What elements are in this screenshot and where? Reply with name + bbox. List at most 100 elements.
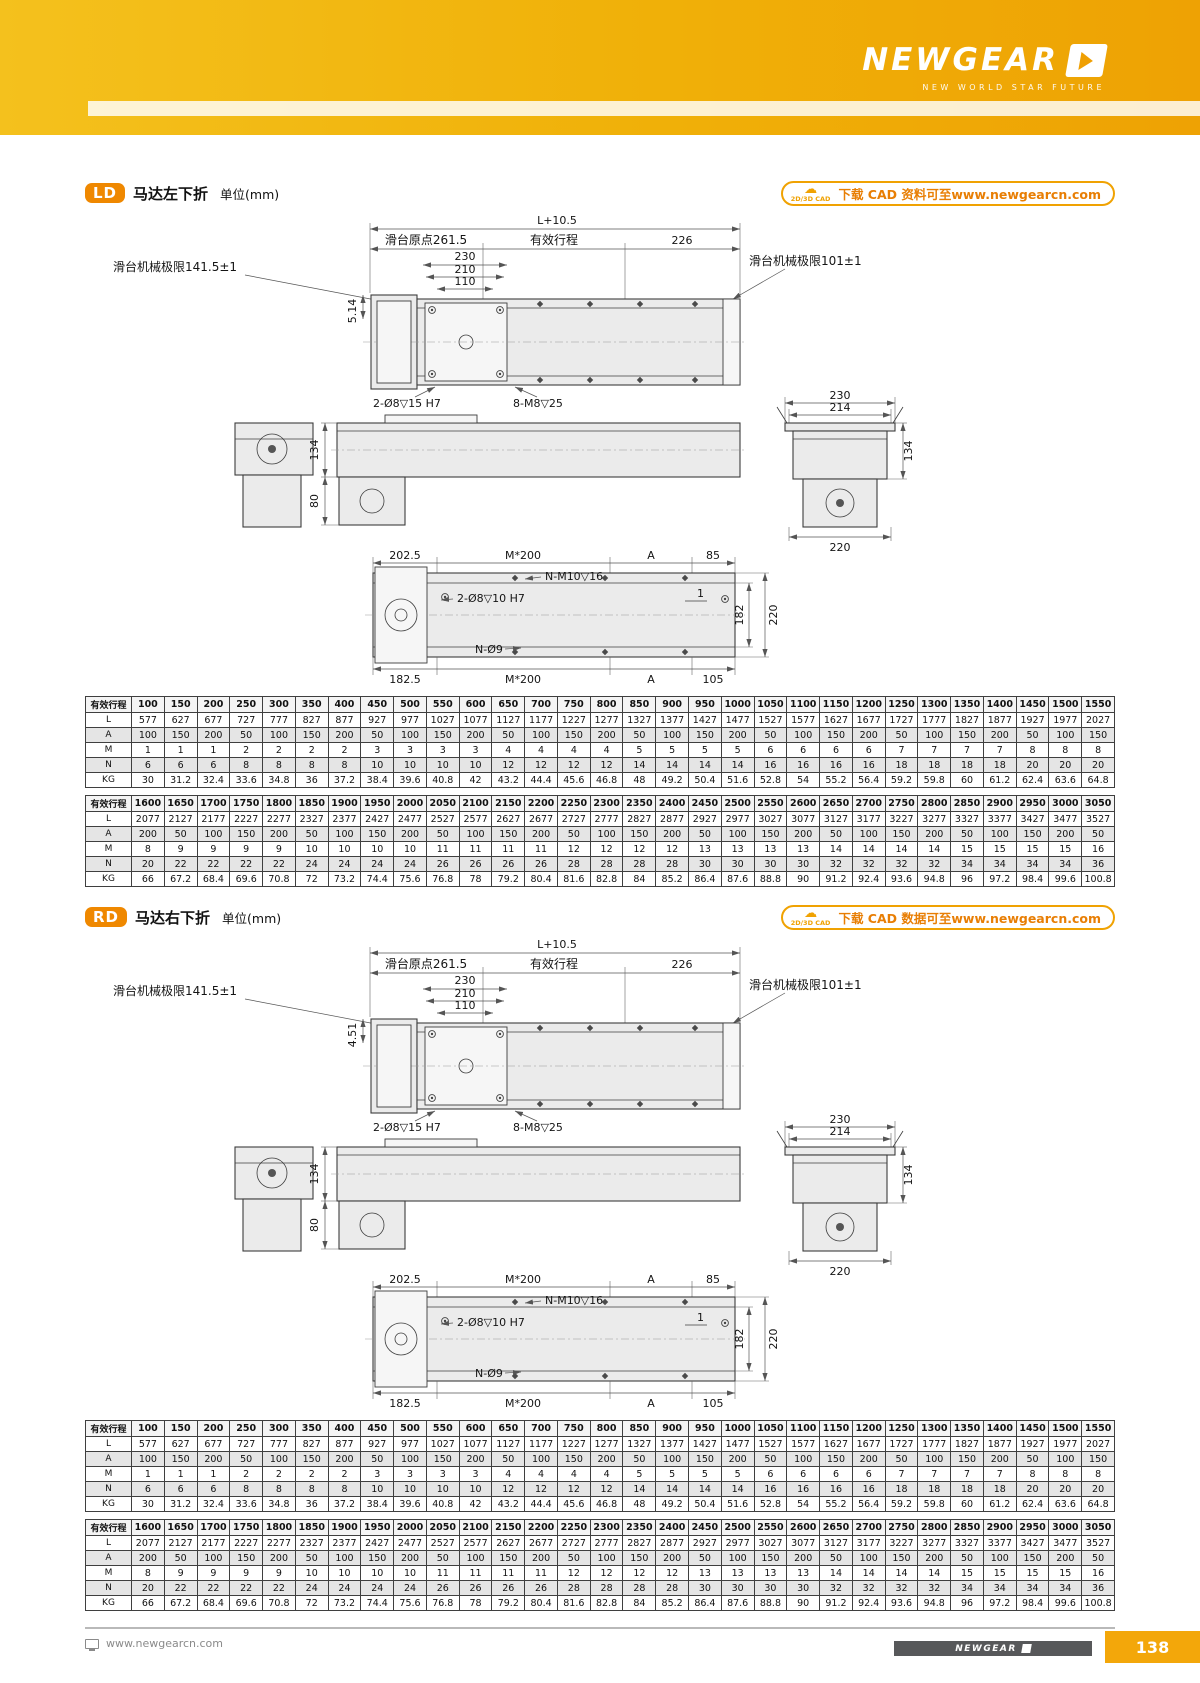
table-cell: 51.6: [720, 1496, 755, 1512]
table-cell: 1650: [163, 795, 198, 812]
brand-glyph-icon: [1065, 44, 1108, 77]
table-cell: 24: [360, 1580, 395, 1596]
table-cell: 7: [884, 742, 919, 758]
cad-download-link[interactable]: ☁ 2D/3D CAD 下载 CAD 数据可至www.newgearcn.com: [780, 904, 1115, 930]
table-cell: 3: [360, 742, 395, 758]
table-cell: 30: [688, 856, 722, 872]
table-cell: M: [85, 742, 132, 758]
table-cell: L: [85, 1436, 132, 1452]
table-cell: 6: [786, 1466, 821, 1482]
table-cell: 2: [327, 742, 362, 758]
table-cell: 24: [393, 1580, 427, 1596]
table-cell: 1750: [229, 1519, 264, 1536]
table-cell: 1350: [950, 1420, 984, 1437]
table-cell: 26: [524, 856, 558, 872]
table-cell: 2850: [950, 795, 984, 812]
table-cell: 14: [917, 841, 952, 857]
table-cell: 59.8: [917, 1496, 952, 1512]
table-cell: M: [85, 1565, 132, 1581]
table-cell: 2477: [393, 811, 427, 827]
table-cell: 3377: [982, 811, 1017, 827]
table-cell: 2727: [556, 1535, 591, 1551]
table-cell: 100: [327, 1550, 362, 1566]
table-cell: 3027: [753, 1535, 788, 1551]
table-cell: 10: [393, 1481, 427, 1497]
table-cell: 9: [196, 1565, 231, 1581]
table-cell: 20: [1015, 757, 1050, 773]
table-cell: 2400: [655, 795, 690, 812]
table-cell: A: [85, 727, 132, 743]
footer-url-link[interactable]: www.newgearcn.com: [85, 1637, 223, 1651]
table-cell: 46.8: [589, 1496, 624, 1512]
table-cell: 2200: [524, 795, 558, 812]
table-cell: 100: [393, 1451, 427, 1467]
table-cell: 1177: [524, 712, 558, 728]
table-cell: 200: [327, 1451, 362, 1467]
table-cell: 11: [425, 841, 460, 857]
table-cell: 2777: [589, 1535, 624, 1551]
table-cell: 50: [360, 727, 395, 743]
table-cell: 92.4: [851, 1595, 886, 1611]
table-cell: 777: [262, 712, 296, 728]
table-cell: 26: [425, 856, 460, 872]
footer-url-text: www.newgearcn.com: [106, 1637, 223, 1650]
table-cell: 150: [950, 727, 984, 743]
table-cell: 900: [655, 696, 690, 713]
table-cell: 2677: [524, 1535, 558, 1551]
table-cell: 350: [294, 1420, 329, 1437]
table-cell: 1250: [884, 696, 919, 713]
table-cell: 8: [327, 1481, 362, 1497]
table-cell: 74.4: [360, 1595, 395, 1611]
table-cell: 63.6: [1048, 1496, 1083, 1512]
table-cell: 7: [917, 1466, 952, 1482]
dim-end-220: 220: [830, 541, 851, 554]
table-cell: 8: [262, 1481, 296, 1497]
table-cell: 14: [622, 757, 657, 773]
table-cell: 3177: [851, 811, 886, 827]
table-cell: 1077: [458, 712, 493, 728]
table-cell: 1: [196, 742, 231, 758]
table-cell: 97.2: [982, 1595, 1017, 1611]
table-cell: 2027: [1081, 712, 1115, 728]
table-cell: 52.8: [753, 772, 788, 788]
table-cell: 8: [229, 757, 264, 773]
table-cell: 1400: [982, 696, 1017, 713]
table-cell: 36: [1081, 1580, 1115, 1596]
table-cell: 1300: [917, 696, 952, 713]
table-cell: 8: [1048, 1466, 1083, 1482]
dim-a-top: A: [647, 1273, 655, 1286]
table-cell: 50: [1015, 727, 1050, 743]
table-cell: 7: [982, 1466, 1017, 1482]
table-cell: 12: [589, 1481, 624, 1497]
table-cell: 6: [196, 1481, 231, 1497]
table-cell: 8: [229, 1481, 264, 1497]
table-cell: 150: [819, 727, 853, 743]
table-cell: 200: [524, 826, 558, 842]
table-cell: 7: [884, 1466, 919, 1482]
table-cell: 13: [753, 841, 788, 857]
table-cell: 2: [229, 1466, 264, 1482]
table-cell: 8: [1081, 742, 1115, 758]
table-cell: 1127: [491, 712, 526, 728]
table-cell: 300: [262, 1420, 296, 1437]
cad-download-link[interactable]: ☁ 2D/3D CAD 下载 CAD 资料可至www.newgearcn.com: [780, 180, 1115, 206]
table-cell: 200: [720, 727, 755, 743]
table-cell: KG: [85, 772, 132, 788]
table-cell: 14: [851, 841, 886, 857]
table-cell: 20: [1048, 757, 1083, 773]
table-cell: 92.4: [851, 871, 886, 887]
table-cell: 5: [655, 742, 690, 758]
table-cell: 150: [491, 1550, 526, 1566]
table-cell: 450: [360, 1420, 395, 1437]
table-cell: 64.8: [1081, 1496, 1115, 1512]
table-cell: 8: [294, 757, 329, 773]
table-cell: 9: [163, 1565, 198, 1581]
table-cell: 7: [950, 742, 984, 758]
table-cell: 66: [131, 871, 165, 887]
table-cell: 150: [819, 1451, 853, 1467]
table-cell: 6: [819, 742, 853, 758]
table-cell: 10: [425, 1481, 460, 1497]
table-cell: 30: [720, 1580, 755, 1596]
table-cell: 100: [131, 696, 165, 713]
table-cell: 3: [425, 742, 460, 758]
